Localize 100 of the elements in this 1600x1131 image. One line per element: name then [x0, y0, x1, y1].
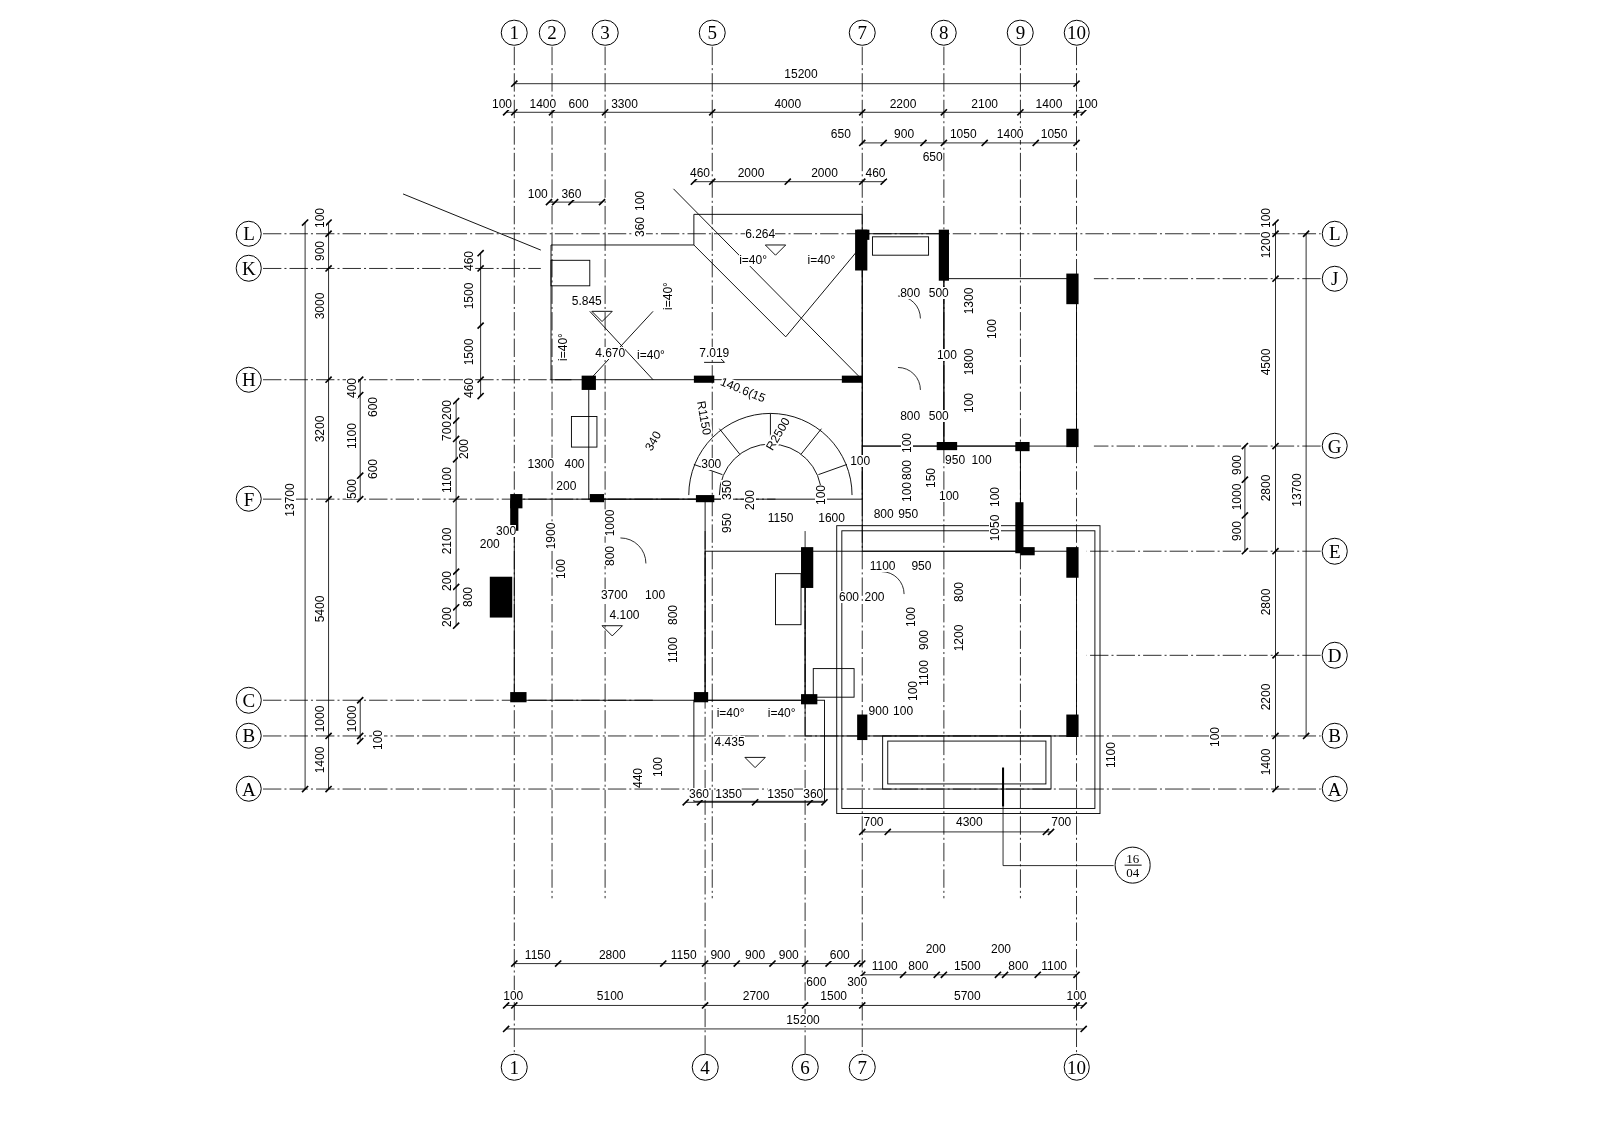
- dimension-text: 200: [864, 590, 885, 603]
- dimension-text: 13700: [283, 483, 296, 517]
- leader-line: [1002, 767, 1115, 866]
- dimension-text: 1000: [1230, 483, 1243, 511]
- dimension-text: 100: [652, 757, 665, 778]
- detail-callout-circle: [1114, 846, 1151, 884]
- dimension-text: 360: [633, 216, 646, 237]
- grid-axis-line: [704, 530, 706, 1055]
- dimension-text: 1900: [545, 522, 557, 550]
- dimension-text: 1150: [524, 949, 551, 962]
- grid-axis-line: [262, 379, 572, 381]
- axis-bubble: 6: [791, 1054, 819, 1081]
- slope-text: i=40°: [767, 707, 796, 720]
- dimension-text: 1400: [529, 98, 557, 111]
- dimension-text: 900: [778, 949, 799, 962]
- dimension-text: 1400: [314, 746, 327, 774]
- dimension-text: 100: [815, 484, 828, 505]
- dimension-text: 5100: [596, 989, 624, 1002]
- dimension-text: 200: [440, 570, 453, 591]
- grid-axis-line: [262, 735, 1322, 737]
- dimension-text: 100: [1066, 989, 1087, 1002]
- dimension-text: 1150: [767, 512, 794, 525]
- dimension-text: 100: [963, 393, 976, 414]
- grid-axis-line: [262, 268, 542, 269]
- dimension-text: 1000: [314, 706, 327, 733]
- dimension-text: 800: [1008, 960, 1029, 973]
- dimension-text: 460: [865, 167, 886, 180]
- dimension-text: 200: [925, 942, 946, 955]
- axis-bubble: 7: [849, 19, 876, 46]
- dimension-text: 800: [873, 508, 894, 521]
- dimension-text: 1600: [818, 512, 845, 525]
- slope-text: i=40°: [557, 333, 570, 361]
- axis-bubble: 8: [930, 19, 958, 46]
- dimension-text: 800: [604, 546, 617, 567]
- dimension-text: 950: [911, 560, 932, 573]
- dimension-text: 5400: [314, 595, 327, 623]
- dimension-text: 100: [905, 607, 918, 628]
- grid-axis-line: [513, 46, 515, 1055]
- dimension-text: 3000: [314, 292, 327, 320]
- dimension-text: 900: [1230, 520, 1243, 541]
- dimension-text: 2800: [1260, 588, 1273, 616]
- axis-bubble: F: [235, 485, 263, 513]
- dimension-text: 800: [900, 286, 921, 299]
- dimension-text: 900: [710, 949, 731, 962]
- axis-bubble: 3: [591, 19, 619, 46]
- dimension-text: 1500: [820, 989, 847, 1002]
- axis-bubble: 7: [849, 1054, 876, 1081]
- dimension-text: 100: [645, 588, 666, 601]
- dimension-text: 13700: [1290, 473, 1303, 507]
- dimension-text: 100: [633, 191, 646, 212]
- grid-axis-line: [1020, 46, 1021, 899]
- grid-axis-line: [861, 46, 863, 1055]
- grid-axis-line: [262, 233, 1322, 235]
- dimension-text: 1200: [953, 624, 966, 652]
- slope-text: i=40°: [716, 707, 745, 720]
- dimension-text: 1050: [988, 514, 1001, 541]
- dimension-text: 440: [631, 767, 644, 788]
- dimension-text: 360: [688, 787, 709, 800]
- dimension-text: 800: [908, 960, 929, 973]
- dimension-text: 3700: [600, 588, 628, 601]
- dimension-text: 1200: [1260, 231, 1273, 259]
- axis-bubble: L: [235, 220, 263, 247]
- axis-bubble: L: [1321, 220, 1348, 247]
- dimension-text: 600: [367, 397, 380, 418]
- dimension-text: 4000: [774, 98, 802, 111]
- axis-bubble: E: [1321, 537, 1348, 565]
- axis-bubble: J: [1321, 265, 1348, 292]
- dimension-text: 200: [744, 490, 756, 510]
- radius-text: R1150: [695, 400, 713, 437]
- dimension-text: 1500: [463, 282, 476, 310]
- dimension-text: 1000: [346, 706, 359, 733]
- dimension-text: 600: [838, 590, 859, 603]
- grid-axis-line: [604, 46, 606, 899]
- dimension-text: 150: [924, 467, 937, 488]
- dimension-text: 700: [1051, 816, 1072, 829]
- dimension-text: 1100: [667, 637, 680, 663]
- dimension-text: 600: [568, 98, 589, 111]
- dimension-text: 100: [936, 349, 957, 362]
- dimension-text: 1300: [963, 287, 976, 315]
- dimension-text: 800: [462, 586, 475, 607]
- dimension-text: 100: [971, 454, 992, 467]
- axis-bubble: 10: [1063, 1054, 1090, 1081]
- dimension-text: 15200: [786, 1014, 820, 1027]
- dimension-text: 200: [991, 942, 1012, 955]
- dimension-text: 100: [527, 187, 548, 200]
- dimension-text: 4300: [956, 816, 983, 829]
- dimension-text: 200: [440, 400, 453, 421]
- dimension-text: 2100: [971, 98, 999, 111]
- dimension-text: 100: [985, 318, 998, 339]
- dimension-text: 3300: [611, 98, 638, 111]
- dimension-text: 400: [346, 377, 359, 398]
- dimension-text: 1500: [954, 960, 981, 973]
- dimension-text: 2000: [811, 167, 838, 180]
- axis-bubble: A: [1321, 775, 1348, 802]
- axis-bubble: 1: [501, 19, 528, 46]
- axis-bubble: 4: [691, 1054, 719, 1081]
- grid-axis-line: [1093, 278, 1322, 280]
- dimension-text: 1000: [604, 510, 617, 537]
- dimension-text: 460: [463, 377, 476, 398]
- dimension-text: 2200: [1260, 683, 1273, 711]
